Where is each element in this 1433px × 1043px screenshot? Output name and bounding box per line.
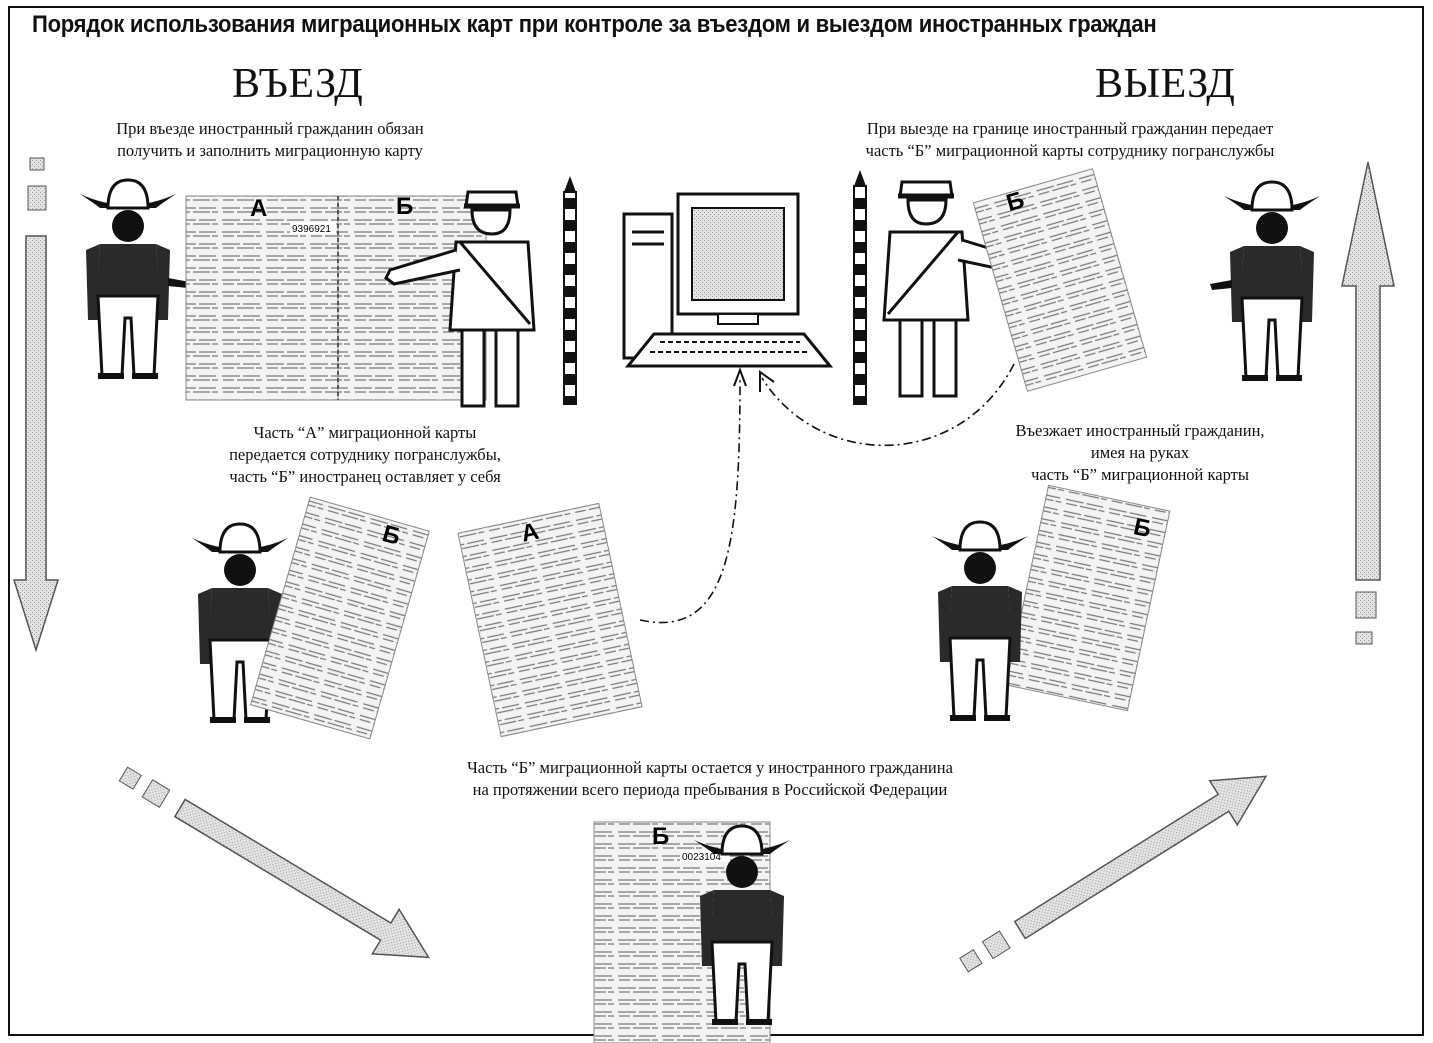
entry-heading: ВЪЕЗД [232, 61, 364, 107]
stay-caption-line-2: на протяжении всего периода пребывания в… [472, 780, 948, 799]
entry-border-post [563, 176, 577, 405]
exit-reentry-line-2: имея на руках [1090, 443, 1190, 462]
exit-reentry-line-3: часть “Б” миграционной карты [1031, 465, 1249, 484]
entry-held-card-b: Б [250, 496, 430, 740]
entry-direction-arrow [12, 235, 60, 653]
exit-arrow-tail-mark [1355, 591, 1377, 619]
card-b-data-flow-arrow [761, 363, 1015, 447]
exit-arrow-tail-mark [1355, 631, 1373, 645]
stay-outbound-arrow [959, 775, 1268, 973]
entry-arrow-tail-mark [29, 157, 45, 171]
entry-handover-caption: Часть “А” миграционной карты передается … [140, 422, 590, 488]
stay-card-number: 0023104 [682, 852, 721, 863]
exit-instruction-line-1: При выезде на границе иностранный гражда… [866, 119, 1274, 138]
entry-migration-card: А Б 9396921 [185, 193, 487, 401]
exit-border-post [853, 170, 867, 405]
stay-inbound-arrow [118, 766, 430, 959]
stay-card-label-b: Б [652, 823, 669, 850]
entry-handover-line-1: Часть “А” миграционной карты [253, 423, 477, 442]
entry-traveler-figure [80, 180, 190, 376]
entry-arrow-tail-mark [27, 185, 47, 211]
entry-handed-card-a: А [457, 502, 643, 738]
exit-instruction: При выезде на границе иностранный гражда… [760, 118, 1380, 162]
exit-reentry-line-1: Въезжает иностранный гражданин, [1015, 421, 1265, 440]
exit-held-card-label-b: Б [1131, 513, 1153, 543]
entry-instruction-line-2: получить и заполнить миграционную карту [117, 141, 423, 160]
entry-instruction-line-1: При въезде иностранный гражданин обязан [116, 119, 424, 138]
exit-traveler-before-control [932, 522, 1028, 718]
entry-card-label-a: А [250, 195, 267, 222]
exit-handed-card: Б [972, 168, 1148, 392]
card-a-data-flow-arrow [639, 377, 741, 624]
exit-traveler-figure [1210, 182, 1320, 378]
entry-instruction: При въезде иностранный гражданин обязан … [60, 118, 480, 162]
exit-heading: ВЫЕЗД [1095, 61, 1236, 107]
entry-handover-line-3: часть “Б” иностранец оставляет у себя [229, 467, 501, 486]
entry-card-number: 9396921 [292, 224, 331, 235]
exit-instruction-line-2: часть “Б” миграционной карты сотруднику … [865, 141, 1275, 160]
exit-reentry-caption: Въезжает иностранный гражданин, имея на … [930, 420, 1350, 486]
exit-direction-arrow [1341, 161, 1395, 581]
entry-card-label-b: Б [396, 193, 413, 220]
diagram-title: Порядок использования миграционных карт … [32, 11, 1157, 38]
entry-handover-line-2: передается сотруднику погранслужбы, [229, 445, 501, 464]
keyboard-icon [624, 332, 834, 368]
computer-database-icon [622, 192, 834, 368]
stay-caption: Часть “Б” миграционной карты остается у … [330, 757, 1090, 801]
computer-tower-icon [622, 212, 674, 360]
entry-handed-card-label-a: А [519, 518, 542, 548]
exit-held-card-b: Б [1005, 484, 1171, 712]
stay-caption-line-1: Часть “Б” миграционной карты остается у … [467, 758, 953, 777]
